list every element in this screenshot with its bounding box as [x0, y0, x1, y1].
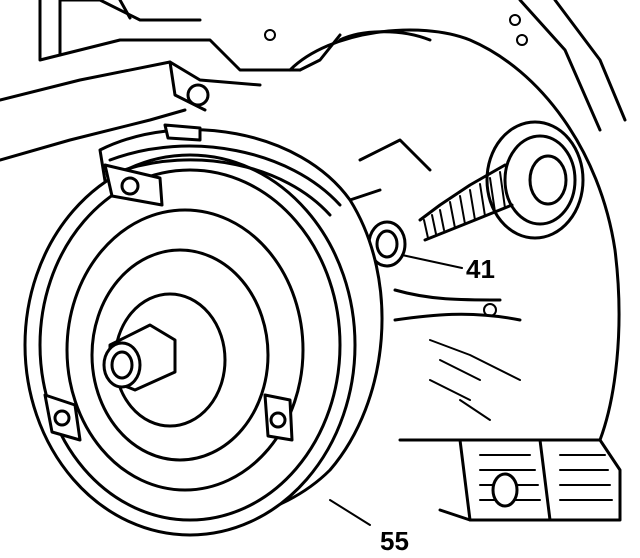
bolt-hole — [264, 29, 276, 41]
input-shaft — [418, 120, 585, 242]
bolt-hole — [186, 83, 210, 107]
leader-line-41 — [401, 254, 463, 269]
bolt-hole — [483, 303, 497, 317]
leader-line-55 — [329, 499, 371, 526]
leader-lines — [329, 254, 463, 526]
torque-converter — [23, 123, 384, 537]
mounting-lug — [103, 163, 164, 207]
mounting-lug — [43, 393, 82, 442]
transmission-housing — [0, 0, 627, 522]
callout-55: 55 — [380, 526, 409, 556]
bolt-hole — [509, 14, 521, 26]
mounting-lug — [263, 393, 294, 442]
drain-plug — [491, 472, 519, 508]
bolt-hole — [516, 34, 528, 46]
converter-hub — [102, 323, 177, 392]
callout-41: 41 — [466, 254, 495, 284]
